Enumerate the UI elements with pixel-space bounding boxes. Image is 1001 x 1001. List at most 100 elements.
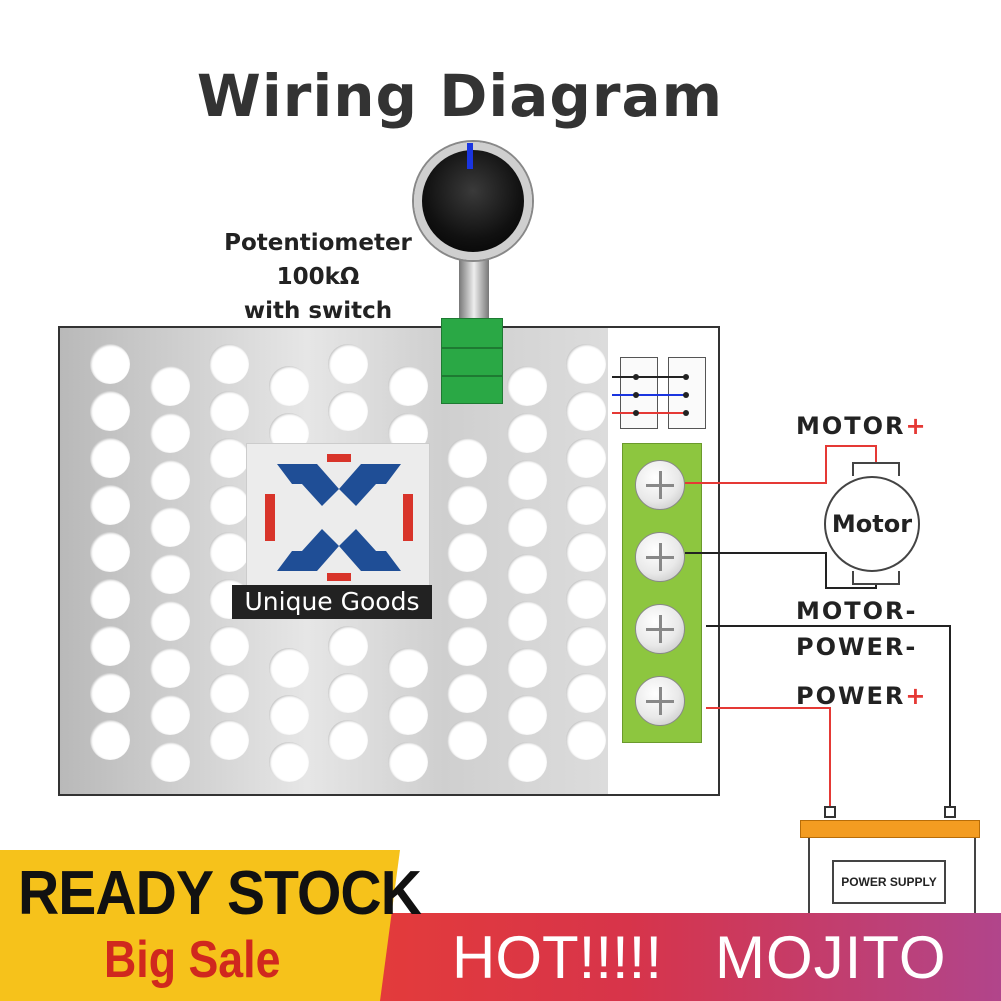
vent-hole — [328, 344, 368, 384]
vent-hole — [149, 460, 190, 500]
vent-hole — [209, 532, 249, 572]
vent-hole — [506, 413, 547, 453]
logo-mark-icon — [247, 444, 429, 589]
vent-hole — [506, 742, 547, 782]
vent-hole — [447, 579, 487, 619]
vent-hole — [387, 648, 428, 688]
vent-hole — [506, 366, 547, 406]
big-sale-text: Big Sale — [104, 931, 281, 989]
screw-terminal-4-icon — [635, 676, 685, 726]
vent-hole — [90, 626, 130, 666]
power-plus-sign: + — [905, 682, 928, 710]
vent-hole — [566, 344, 606, 384]
motor-icon: Motor — [824, 476, 920, 572]
vent-hole — [90, 720, 130, 760]
vent-hole — [149, 413, 190, 453]
screw-terminal-block — [622, 443, 702, 743]
vent-hole — [90, 391, 130, 431]
vent-hole — [209, 438, 249, 478]
vent-hole — [90, 532, 130, 572]
vent-hole — [387, 742, 428, 782]
screw-terminal-3-icon — [635, 604, 685, 654]
logo-label: Unique Goods — [232, 585, 432, 619]
vent-hole — [90, 438, 130, 478]
power-plus-label: POWER+ — [796, 682, 927, 710]
potentiometer-label: Potentiometer 100kΩ with switch — [210, 226, 426, 328]
knob-indicator — [467, 143, 473, 169]
vent-hole — [209, 626, 249, 666]
vent-hole — [149, 507, 190, 547]
vent-hole — [447, 626, 487, 666]
potentiometer-body — [441, 318, 503, 404]
vent-hole — [447, 485, 487, 525]
vent-hole — [328, 673, 368, 713]
vent-hole — [447, 438, 487, 478]
motor-plus-label: MOTOR+ — [796, 412, 928, 440]
vent-hole — [566, 626, 606, 666]
power-plus-text: POWER — [796, 682, 906, 710]
vent-hole — [566, 391, 606, 431]
vent-hole — [387, 366, 428, 406]
vent-hole — [90, 344, 130, 384]
vent-hole — [149, 554, 190, 594]
vent-hole — [566, 720, 606, 760]
battery-cap — [800, 820, 980, 838]
vent-hole — [328, 391, 368, 431]
vent-hole — [209, 485, 249, 525]
jumper-block-left — [620, 357, 658, 429]
pot-label-line1: Potentiometer — [224, 230, 412, 256]
vent-hole — [268, 366, 309, 406]
potentiometer-shaft — [459, 260, 489, 320]
battery-positive-post — [824, 806, 836, 818]
motor-top-cap — [852, 462, 900, 476]
vent-hole — [447, 532, 487, 572]
vent-hole — [149, 366, 190, 406]
potentiometer-knob-icon[interactable] — [414, 142, 532, 260]
motor-plus-sign: + — [905, 412, 928, 440]
vent-hole — [90, 673, 130, 713]
battery-label: POWER SUPPLY — [832, 860, 946, 904]
ready-stock-banner — [0, 850, 400, 1001]
screw-terminal-1-icon — [635, 460, 685, 510]
vent-hole — [506, 507, 547, 547]
vent-hole — [149, 695, 190, 735]
vent-hole — [506, 601, 547, 641]
vent-hole — [209, 344, 249, 384]
vent-hole — [149, 742, 190, 782]
vent-hole — [328, 626, 368, 666]
screw-terminal-2-icon — [635, 532, 685, 582]
power-minus-label: POWER- — [796, 633, 918, 661]
ready-stock-text: READY STOCK — [18, 859, 422, 928]
hot-text: HOT!!!!! — [452, 924, 662, 991]
pot-label-line3: with switch — [243, 298, 393, 324]
vent-hole — [566, 673, 606, 713]
vent-hole — [566, 438, 606, 478]
vent-hole — [90, 579, 130, 619]
vent-hole — [387, 695, 428, 735]
vent-hole — [566, 532, 606, 572]
vent-hole — [90, 485, 130, 525]
vent-hole — [566, 579, 606, 619]
motor-minus-label: MOTOR- — [796, 597, 918, 625]
vent-hole — [328, 720, 368, 760]
motor-plus-text: MOTOR — [796, 412, 906, 440]
vent-hole — [566, 485, 606, 525]
vent-hole — [209, 391, 249, 431]
diagram-title: Wiring Diagram — [196, 62, 724, 130]
vent-hole — [268, 695, 309, 735]
vent-hole — [149, 601, 190, 641]
vent-hole — [506, 554, 547, 594]
vent-hole — [268, 742, 309, 782]
vent-hole — [268, 648, 309, 688]
motor-bottom-cap — [852, 571, 900, 585]
vent-hole — [447, 673, 487, 713]
vent-hole — [209, 673, 249, 713]
vent-hole — [447, 720, 487, 760]
vent-hole — [506, 648, 547, 688]
brand-logo — [246, 443, 430, 590]
hot-banner — [380, 913, 1001, 1001]
vent-hole — [506, 695, 547, 735]
vent-hole — [506, 460, 547, 500]
vent-hole — [209, 720, 249, 760]
battery-negative-post — [944, 806, 956, 818]
